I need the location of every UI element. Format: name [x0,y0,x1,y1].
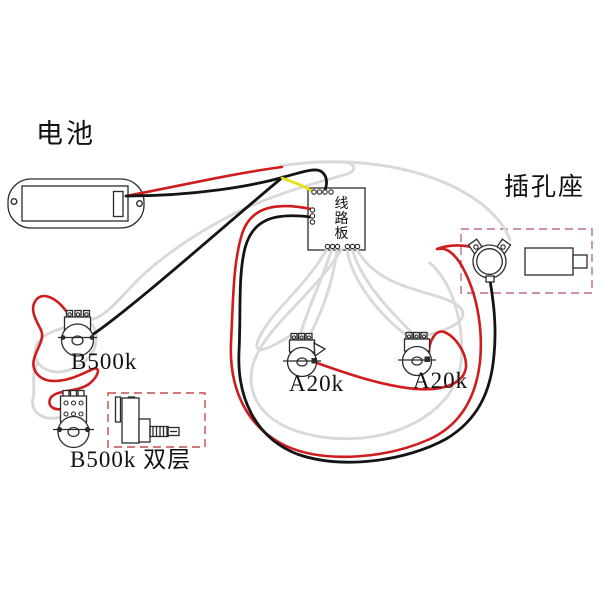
board-pad [309,219,316,225]
wire-red-battery [124,165,284,198]
wire-gray-fan-5 [350,247,416,337]
wire-gray-to-b500k [94,160,356,320]
board-pad [324,243,331,250]
side-flange [138,418,151,443]
wire-gray-board-to-jack [278,160,512,242]
board-pad [309,213,316,219]
pot-a20k-left-label: A20k [289,371,344,396]
board-pad [309,207,316,213]
jack-dashed-box [460,228,593,294]
board-pad [349,243,356,250]
pot-side-view [114,396,180,444]
dual-pot-dashed-box [107,392,206,448]
solder-dot [311,358,317,364]
side-body [121,397,140,444]
side-shaft-threads [152,426,168,437]
pot-b500k-dual [53,389,94,449]
wire-red-into-jack-lug [435,244,474,251]
pot-a20k-left [283,332,327,378]
wire-red-board-bottom-arc [229,204,483,459]
wire-gray-fan-2 [299,247,334,335]
wire-gray-bottom-arc [249,247,464,441]
pot-a20k-right [398,331,436,377]
solder-dot [89,335,95,340]
wires-yellow [280,176,314,193]
jack-ring-inner [476,248,503,275]
board-pad [344,243,351,250]
side-lug-1 [114,396,122,423]
battery-connector [112,190,124,218]
pot-b500k-label: B500k [71,349,137,374]
plug-body [524,247,574,276]
side-shaft-tip [167,426,180,437]
board-pad [316,189,323,195]
board-label-char-3: 板 [335,226,349,242]
plug-tip [572,254,588,269]
battery-outline [7,178,145,229]
pot-shaft-hole [67,426,80,438]
board-pad [329,243,336,250]
wire-gray-fan-1 [255,247,329,351]
solder-dot [424,356,430,362]
board-pad [311,189,317,195]
wire-gray-fan-6 [355,247,465,337]
wire-yellow-to-board [280,176,314,193]
jack-socket [467,238,512,283]
pot-ground-flap [313,341,327,358]
board-pad [322,189,328,195]
battery-screw-hole-right [136,200,143,207]
battery-inner-frame [21,185,129,222]
pot-b500k-dual-label: B500k 双层 [70,447,191,472]
plug-connector [524,247,588,276]
wire-red-a20k-jumper [315,330,468,391]
solder-dot [56,426,63,433]
wire-black-bottom-arc-to-jack [237,214,497,464]
board-label-char-2: 路 [335,211,349,227]
solder-dot [84,426,91,433]
board-pad [334,243,341,250]
wire-black-b500k-ground [90,175,285,337]
pot-a20k-right-label: A20k [413,368,468,393]
battery-screw-hole-left [10,198,18,205]
wires-black [90,168,497,464]
wires-red [31,165,483,459]
wires-gray [31,160,512,441]
jack-bottom-tab [485,275,495,283]
pot-body [60,323,95,357]
battery-compartment [7,178,145,229]
board-label: 线 路 板 [335,196,349,242]
wire-gray-fan-4 [345,247,407,336]
wire-black-battery-to-board [124,168,328,198]
solder-dot [60,335,66,340]
wire-red-squiggle-b500k [31,294,100,411]
circuit-board-pads [309,189,361,250]
pot-shaft-hole [296,357,308,367]
wire-gray-loop-b500k [33,316,98,374]
battery-label: 电池 [36,119,96,149]
pot-shaft-hole [71,335,84,346]
pot-shaft-hole [411,356,423,366]
board-pad [354,243,361,250]
pot-body [57,415,90,449]
pot-b500k [58,309,97,357]
pot-body [401,345,433,377]
jack-box-border [460,228,593,294]
board-label-char-1: 线 [335,196,349,212]
jack-label: 插孔座 [504,173,585,201]
board-pad [328,189,334,195]
dual-pot-box-border [107,392,206,448]
jack-ring-outer [472,244,507,279]
